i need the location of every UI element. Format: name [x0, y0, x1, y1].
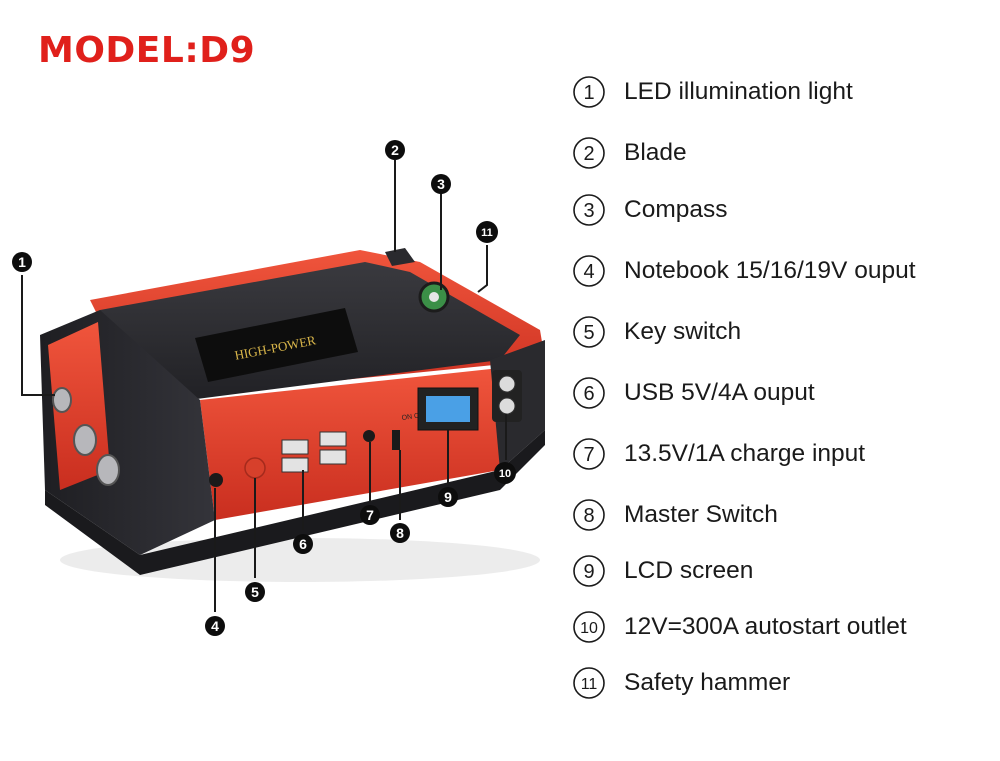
- callout-marker-2: 2: [385, 140, 405, 160]
- legend-number-4: 4: [572, 254, 606, 288]
- legend-item-5: 5 Key switch: [572, 312, 741, 352]
- legend-item-2: 2 Blade: [572, 133, 687, 173]
- legend-number-5: 5: [572, 315, 606, 349]
- legend-text-6: USB 5V/4A ouput: [624, 379, 815, 406]
- legend-item-9: 9 LCD screen: [572, 551, 753, 591]
- legend-text-8: Master Switch: [624, 501, 778, 528]
- usb-port-2: [281, 457, 309, 473]
- model-title: MODEL:D9: [38, 30, 256, 71]
- callout-marker-3: 3: [431, 174, 451, 194]
- callout-number-6: 6: [299, 536, 307, 552]
- legend-text-9: LCD screen: [624, 557, 754, 584]
- legend-item-6: 6 USB 5V/4A ouput: [572, 373, 815, 413]
- legend-item-10: 10 12V=300A autostart outlet: [572, 607, 907, 647]
- led-light-1: [52, 387, 72, 413]
- callout-number-5: 5: [251, 584, 259, 600]
- svg-text:5: 5: [583, 322, 594, 344]
- leader-1: [21, 275, 55, 396]
- callout-number-7: 7: [366, 507, 374, 523]
- legend-text-1: LED illumination light: [624, 78, 853, 105]
- notebook-output-port: [209, 473, 223, 487]
- legend-number-11: 11: [572, 666, 606, 700]
- svg-text:10: 10: [580, 620, 598, 637]
- legend-text-7: 13.5V/1A charge input: [624, 440, 866, 467]
- blade: [385, 248, 415, 266]
- svg-text:4: 4: [583, 261, 594, 283]
- legend-item-3: 3 Compass: [572, 190, 727, 230]
- legend-number-8: 8: [572, 498, 606, 532]
- callout-marker-9: 9: [438, 487, 458, 507]
- legend-number-7: 7: [572, 437, 606, 471]
- led-light-3: [96, 454, 120, 486]
- callout-marker-5: 5: [245, 582, 265, 602]
- legend-item-8: 8 Master Switch: [572, 495, 778, 535]
- switch-label: ON OFF: [401, 411, 428, 422]
- callout-number-8: 8: [396, 525, 404, 541]
- legend-text-5: Key switch: [624, 318, 742, 345]
- legend-number-2: 2: [572, 136, 606, 170]
- callout-number-4: 4: [211, 618, 219, 634]
- led-light-2: [73, 424, 97, 456]
- callout-number-1: 1: [18, 254, 26, 270]
- legend-number-9: 9: [572, 554, 606, 588]
- svg-text:7: 7: [583, 444, 594, 466]
- legend-number-10: 10: [572, 610, 606, 644]
- legend-number-1: 1: [572, 75, 606, 109]
- usb-port-4: [319, 449, 347, 465]
- legend-item-7: 7 13.5V/1A charge input: [572, 434, 865, 474]
- callout-number-10: 10: [499, 468, 511, 480]
- legend-item-11: 11 Safety hammer: [572, 663, 790, 703]
- svg-text:1: 1: [583, 82, 594, 104]
- callout-marker-7: 7: [360, 505, 380, 525]
- legend-text-3: Compass: [624, 196, 728, 223]
- callout-marker-11: 11: [476, 221, 498, 243]
- jump-starter-illustration: HIGH-POWER ON OFF 123: [12, 140, 545, 636]
- callout-number-2: 2: [391, 142, 399, 158]
- svg-text:6: 6: [583, 383, 594, 405]
- callout-number-3: 3: [437, 176, 445, 192]
- legend-text-10: 12V=300A autostart outlet: [624, 613, 907, 640]
- legend-number-6: 6: [572, 376, 606, 410]
- callout-marker-1: 1: [12, 252, 32, 272]
- legend-text-4: Notebook 15/16/19V ouput: [624, 257, 916, 284]
- callout-number-9: 9: [444, 489, 452, 505]
- legend-item-1: 1 LED illumination light: [572, 72, 853, 112]
- usb-port-3: [319, 431, 347, 447]
- callout-number-11: 11: [481, 227, 493, 239]
- callout-marker-6: 6: [293, 534, 313, 554]
- legend-text-2: Blade: [624, 139, 687, 166]
- svg-text:11: 11: [581, 676, 598, 693]
- leader-11: [477, 245, 488, 293]
- key-switch: [244, 457, 266, 479]
- callout-marker-4: 4: [205, 616, 225, 636]
- svg-text:9: 9: [583, 561, 594, 583]
- high-power-badge: [195, 308, 358, 382]
- svg-text:3: 3: [583, 200, 594, 222]
- charge-input-port: [363, 430, 375, 442]
- legend-text-11: Safety hammer: [624, 669, 791, 696]
- svg-text:2: 2: [583, 143, 594, 165]
- usb-port-1: [281, 439, 309, 455]
- callout-marker-10: 10: [494, 462, 516, 484]
- master-switch: [392, 430, 400, 450]
- callout-marker-8: 8: [390, 523, 410, 543]
- svg-text:8: 8: [583, 505, 594, 527]
- legend-number-3: 3: [572, 193, 606, 227]
- legend-item-4: 4 Notebook 15/16/19V ouput: [572, 251, 916, 291]
